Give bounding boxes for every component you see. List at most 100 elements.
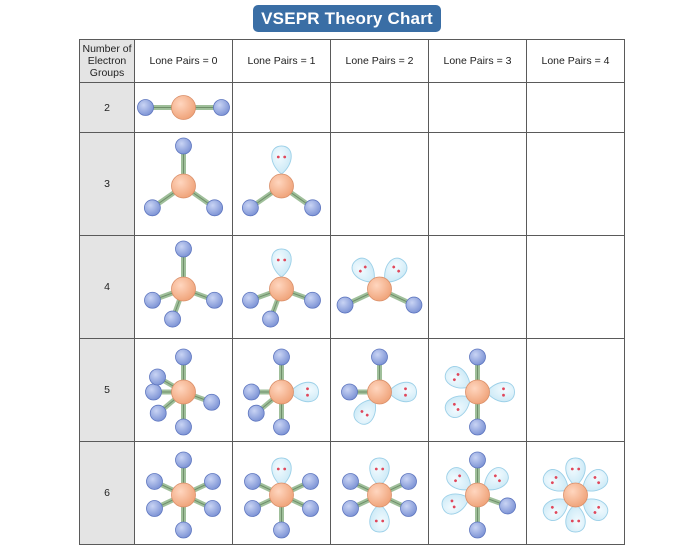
electron <box>374 467 378 471</box>
geometry-cell <box>134 235 233 339</box>
electron <box>283 258 287 262</box>
lone-pair-lobe <box>542 498 569 521</box>
column-header-1: Lone Pairs = 1 <box>232 39 331 83</box>
electron <box>404 387 407 391</box>
bonded-atom <box>175 348 192 366</box>
chart-title: VSEPR Theory Chart <box>253 5 441 32</box>
electron <box>502 387 505 391</box>
central-atom <box>171 379 196 405</box>
electron <box>306 387 309 391</box>
central-atom <box>465 379 490 405</box>
lone-pair-lobe <box>444 366 471 389</box>
bonded-atom <box>164 310 181 328</box>
lone-pair <box>289 381 319 403</box>
electron <box>570 467 574 471</box>
bonded-atom <box>371 348 388 366</box>
electron <box>593 476 597 479</box>
lone-pair <box>444 395 471 418</box>
bonded-atom <box>302 500 319 517</box>
lone-pair-lobe <box>582 498 609 521</box>
lone-pair <box>387 381 417 403</box>
bonded-atom <box>146 500 163 517</box>
lone-pair <box>353 398 376 425</box>
bonded-atom <box>149 404 167 422</box>
geometry-cell <box>330 441 429 545</box>
bonded-atom <box>144 291 161 309</box>
row-header: 2 <box>79 82 135 133</box>
bonded-atom <box>175 451 192 469</box>
electron <box>502 393 505 397</box>
bonded-atom <box>206 199 224 217</box>
electron <box>392 265 396 269</box>
electron <box>452 378 456 382</box>
geometry-cell <box>526 132 625 236</box>
geometry-cell <box>526 338 625 442</box>
bonded-atom <box>304 291 321 309</box>
bonded-atom <box>175 240 192 258</box>
electron <box>577 467 581 471</box>
electron <box>283 467 287 471</box>
lone-pair-lobe <box>446 467 472 491</box>
geometry-cell <box>330 132 429 236</box>
geometry-cell <box>526 235 625 339</box>
central-atom <box>367 276 392 302</box>
electron <box>363 265 367 269</box>
lone-pair <box>444 366 471 389</box>
molecule-diagram <box>341 348 417 425</box>
molecule-diagram <box>146 451 221 539</box>
bonded-atom <box>143 199 161 217</box>
geometry-cell <box>232 441 331 545</box>
bonded-atom <box>499 497 516 515</box>
corner-header-line: Number of <box>82 43 132 55</box>
electron <box>550 505 554 509</box>
electron <box>381 467 385 471</box>
molecule-diagram <box>137 95 230 120</box>
geometry-cell <box>428 338 527 442</box>
row-header: 4 <box>79 235 135 339</box>
lone-pair-lobe <box>353 398 376 425</box>
lone-pair-lobe <box>441 493 470 515</box>
electron <box>276 155 280 159</box>
bonded-atom <box>242 291 259 309</box>
molecule-diagram <box>244 457 319 539</box>
bonded-atom <box>137 99 154 116</box>
bonded-atom <box>469 418 486 436</box>
molecule-diagram <box>542 457 609 533</box>
geometry-cell <box>526 441 625 545</box>
bonded-atom <box>206 291 223 309</box>
table-row: 6 <box>79 441 625 545</box>
geometry-cell <box>428 441 527 545</box>
geometry-cell <box>232 235 331 339</box>
geometry-cell <box>330 82 429 133</box>
electron <box>597 505 601 509</box>
bonded-atom <box>469 521 486 539</box>
lone-pair-lobe <box>485 381 515 403</box>
lone-pair-lobe <box>565 457 586 487</box>
corner-header-line: Electron <box>87 55 127 67</box>
bonded-atom <box>469 451 486 469</box>
lone-pair <box>582 498 609 521</box>
molecule-diagram <box>242 248 321 328</box>
electron <box>404 393 407 397</box>
electron <box>452 505 456 509</box>
lone-pair <box>542 498 569 521</box>
central-atom <box>171 482 196 508</box>
electron <box>554 511 558 514</box>
electron <box>365 413 369 417</box>
electron <box>493 474 497 478</box>
lone-pair-lobe <box>369 457 390 487</box>
electron <box>374 519 378 523</box>
bonded-atom <box>342 500 359 517</box>
electron <box>397 269 401 273</box>
electron <box>306 393 309 397</box>
electron <box>498 479 501 483</box>
row-header: 3 <box>79 132 135 236</box>
geometry-cell <box>134 441 233 545</box>
column-header-3: Lone Pairs = 3 <box>428 39 527 83</box>
electron <box>360 410 364 413</box>
electron <box>283 155 287 159</box>
table-row: 5 <box>79 338 625 442</box>
bonded-atom <box>244 473 261 490</box>
